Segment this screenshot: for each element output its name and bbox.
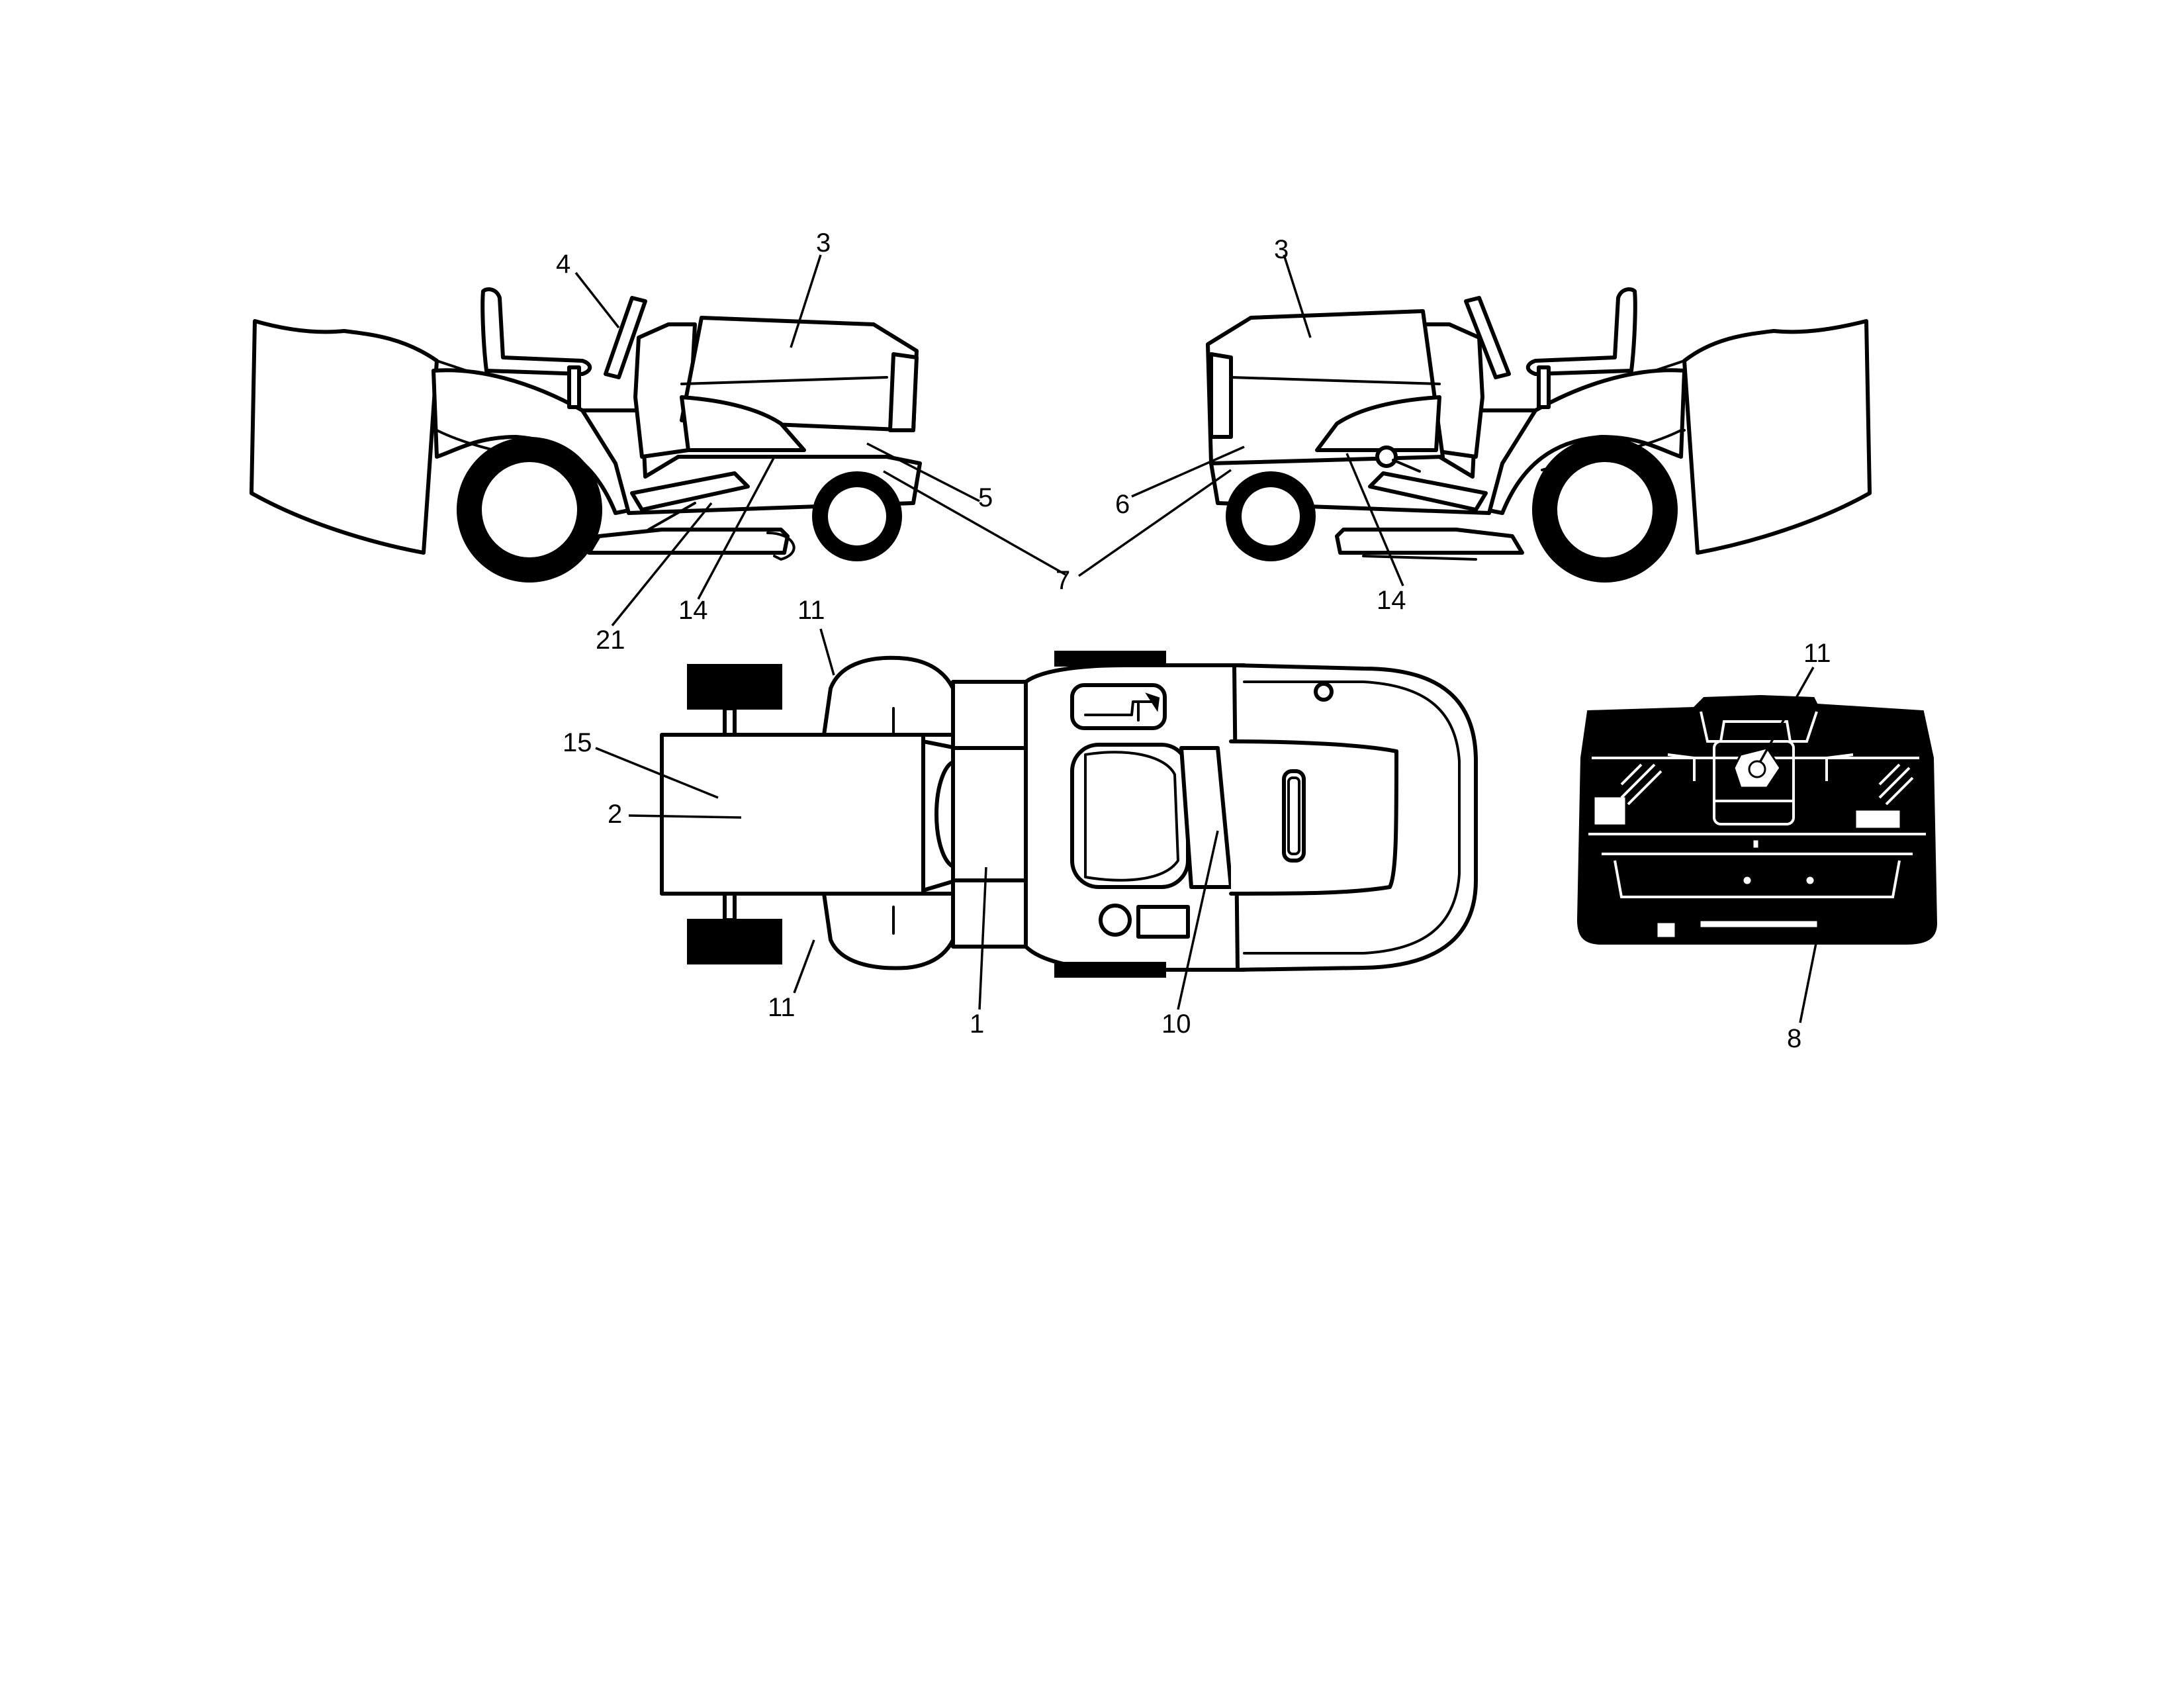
- callout-11-top: 11: [797, 596, 825, 625]
- rear-tire-bottom: [687, 919, 782, 964]
- callout-5: 5: [978, 483, 993, 512]
- grass-bag: [1682, 319, 1872, 555]
- callout-21: 21: [596, 626, 625, 655]
- mower-deck: [587, 528, 790, 555]
- callout-1: 1: [970, 1009, 984, 1039]
- seat: [480, 287, 592, 376]
- rear-tire-top: [687, 664, 782, 710]
- grass-bag: [250, 319, 439, 555]
- steering-wheel: [604, 296, 647, 379]
- callout-3-left: 3: [816, 228, 831, 258]
- callout-14-right: 14: [1377, 586, 1406, 615]
- steering-wheel: [1464, 296, 1511, 379]
- callout-11-bottom: 11: [768, 993, 796, 1022]
- leader-lines: [574, 254, 1818, 1023]
- tractor-left-side-view: [250, 287, 922, 583]
- callout-labels: 4 3 5 7 14 21 3 6 14 11 15 2 11 1 10 11 …: [556, 228, 1831, 1053]
- callout-11-rear: 11: [1803, 639, 1831, 668]
- fender-bottom: [822, 892, 958, 970]
- seat: [1525, 287, 1637, 376]
- mower-deck: [1335, 528, 1524, 555]
- callout-3-right: 3: [1274, 235, 1289, 264]
- tractor-right-side-view: [1206, 287, 1872, 583]
- callout-15: 15: [563, 728, 592, 757]
- tractor-top-view: [660, 651, 1478, 978]
- fender-top: [822, 655, 958, 737]
- grass-bag-top: [660, 733, 925, 896]
- callout-7: 7: [1056, 566, 1070, 595]
- rear-panel-view: [1576, 694, 1938, 945]
- foot-rest: [630, 471, 750, 512]
- callout-8: 8: [1787, 1024, 1801, 1053]
- callout-14-left: 14: [678, 596, 708, 625]
- callout-4: 4: [556, 250, 570, 279]
- callout-2: 2: [608, 800, 622, 829]
- callout-10: 10: [1161, 1009, 1191, 1039]
- foot-rest: [1368, 471, 1488, 512]
- seat-top: [1070, 743, 1190, 889]
- callout-6: 6: [1115, 490, 1130, 519]
